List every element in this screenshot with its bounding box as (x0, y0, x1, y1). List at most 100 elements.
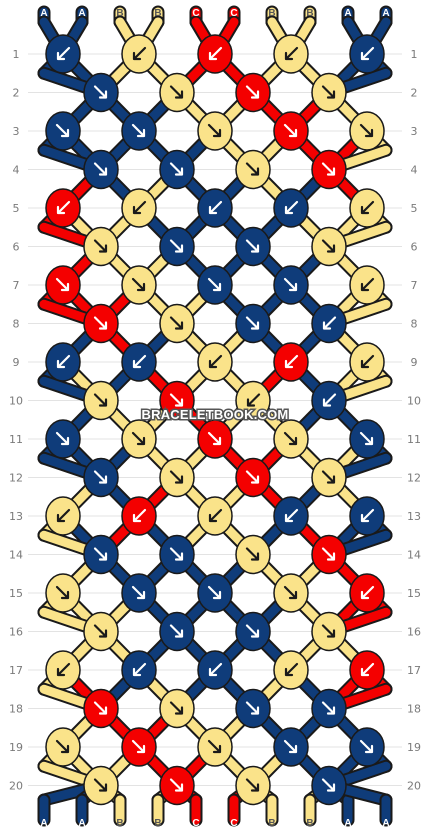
knot-arrow-icon (360, 508, 375, 523)
knot (45, 34, 81, 74)
knot (45, 496, 81, 536)
strand-label-bottom: A (78, 818, 85, 829)
knot (159, 765, 195, 806)
knot (45, 265, 81, 305)
knot (45, 342, 81, 382)
knot-arrow-icon (55, 585, 70, 600)
knot-arrow-icon (360, 662, 375, 677)
knot-arrow-icon (169, 239, 184, 253)
knot (121, 727, 157, 767)
row-number: 8 (411, 318, 418, 331)
knot-arrow-icon (169, 393, 184, 407)
knot-arrow-icon (131, 585, 146, 600)
row-number: 7 (411, 279, 418, 292)
row-number: 17 (407, 664, 421, 677)
knot (349, 265, 385, 305)
knot (235, 534, 271, 575)
knot (121, 34, 157, 74)
knot (121, 650, 157, 690)
knot (159, 457, 195, 498)
knot (159, 534, 195, 575)
row-number: 6 (13, 241, 20, 254)
knot-arrow-icon (284, 46, 299, 61)
knot (197, 573, 233, 613)
knot (121, 342, 157, 382)
knot-arrow-icon (93, 624, 108, 638)
knot-arrow-icon (322, 316, 337, 330)
knot (121, 419, 157, 459)
knot-arrow-icon (169, 701, 184, 715)
knot-arrow-icon (245, 239, 260, 253)
knot-arrow-icon (284, 354, 299, 369)
knot (121, 188, 157, 228)
knot-arrow-icon (208, 354, 223, 369)
knot (311, 149, 347, 190)
knot-arrow-icon (55, 431, 70, 446)
row-number: 12 (9, 472, 23, 485)
knot (83, 303, 119, 344)
knot-arrow-icon (56, 662, 71, 677)
row-number: 11 (9, 433, 23, 446)
strand-label-bottom: C (192, 818, 199, 829)
strand-label-top: C (230, 8, 237, 19)
knot-arrow-icon (56, 46, 71, 61)
row-number: 9 (411, 356, 418, 369)
knot-arrow-icon (132, 662, 147, 677)
strand-label-top: B (116, 8, 123, 19)
knot (273, 265, 309, 305)
knot-arrow-icon (132, 354, 147, 369)
knot-arrow-icon (284, 508, 299, 523)
row-number: 18 (9, 703, 23, 716)
knot-arrow-icon (245, 624, 260, 638)
knot (45, 419, 81, 459)
knot-arrow-icon (131, 123, 146, 138)
knot (45, 727, 81, 767)
knot (121, 265, 157, 305)
strand-label-bottom: B (116, 818, 123, 829)
strand-label-bottom: A (40, 818, 47, 829)
knot-arrow-icon (56, 508, 71, 523)
strand-label-bottom: B (306, 818, 313, 829)
knot (235, 611, 271, 652)
row-number: 7 (13, 279, 20, 292)
row-number: 15 (9, 587, 23, 600)
row-number: 5 (411, 202, 418, 215)
knot (197, 111, 233, 151)
watermark: BRACELETBOOK.COM (142, 407, 289, 422)
knot (121, 496, 157, 536)
row-number: 13 (407, 510, 421, 523)
row-number: 10 (9, 395, 23, 408)
row-number: 11 (407, 433, 421, 446)
row-number: 13 (9, 510, 23, 523)
knot-arrow-icon (322, 393, 337, 407)
knot (83, 765, 119, 806)
knot (273, 496, 309, 536)
knot-arrow-icon (245, 778, 260, 792)
knot (159, 303, 195, 344)
knot-arrow-icon (283, 123, 298, 138)
knot (273, 111, 309, 151)
knot-arrow-icon (93, 85, 108, 99)
knot (45, 111, 81, 151)
knot (83, 149, 119, 190)
knot-arrow-icon (245, 316, 260, 330)
knot (45, 573, 81, 613)
knot (273, 419, 309, 459)
knot-arrow-icon (360, 585, 375, 600)
knot-arrow-icon (169, 162, 184, 176)
row-number: 20 (9, 780, 23, 793)
knot (273, 727, 309, 767)
knot (197, 650, 233, 690)
knot (159, 688, 195, 729)
knot (121, 111, 157, 151)
knot (83, 380, 119, 421)
row-number: 4 (13, 164, 20, 177)
knot-arrow-icon (208, 662, 223, 677)
knot (197, 34, 233, 74)
knot-arrow-icon (321, 470, 336, 484)
knot-arrow-icon (284, 200, 299, 215)
knot-arrow-icon (321, 85, 336, 99)
